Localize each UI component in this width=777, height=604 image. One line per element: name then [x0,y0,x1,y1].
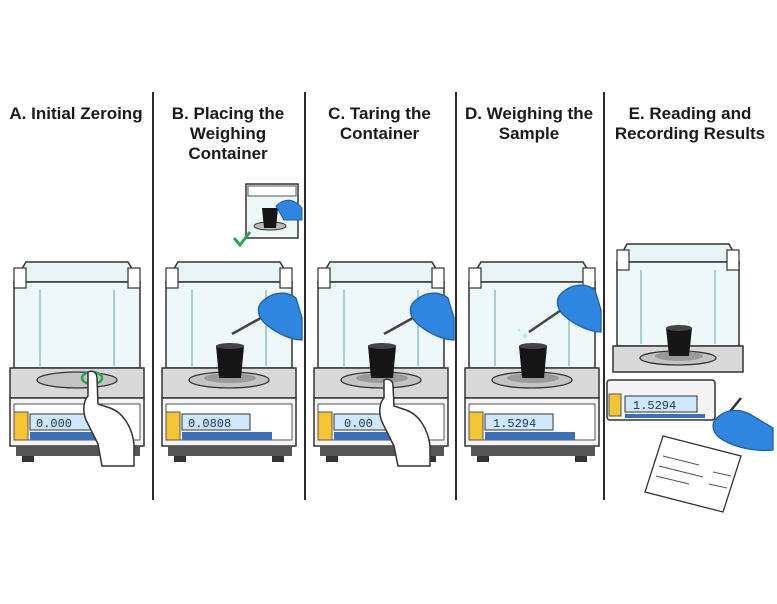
step-b-title: B. Placing the Weighing Container [171,104,285,163]
step-c-panel: C. Taring the Container 0.00 [304,0,455,604]
pointing-hand-icon [379,378,431,467]
step-a-illustration: 0.000 [9,261,145,467]
balance-display: 0.0808 [188,417,231,431]
check-icon [232,231,252,248]
step-a-panel: A. Initial Zeroing 0.0 [0,0,152,604]
weighing-container-icon [655,325,703,361]
gloved-hand-with-pen-icon [712,397,774,452]
balance-display: 1.5294 [493,417,536,431]
panel-divider [455,92,457,500]
balance-display: 0.000 [36,417,72,431]
weighing-container-icon [204,343,256,383]
panel-divider [603,92,605,500]
balance-display: 1.5294 [633,399,676,413]
inset-placement-view [245,183,303,239]
step-c-illustration: 0.00 [313,261,455,467]
gloved-hand-with-tweezers-icon [383,292,455,341]
notebook-icon [644,435,742,513]
step-d-illustration: 1.5294 [464,261,602,462]
analytical-balance [606,243,744,421]
step-d-title: D. Weighing the Sample [464,104,594,143]
step-e-illustration: 1.5294 [606,243,774,513]
step-e-panel: E. Reading and Recording Results 1.5294 [603,0,777,604]
gloved-hand-with-tweezers-icon [231,292,303,341]
panel-divider [152,92,154,500]
gloved-hand-with-spatula-icon [517,284,602,339]
step-b-illustration: 0.0808 [161,183,303,462]
step-a-title: A. Initial Zeroing [9,104,143,123]
weighing-container-icon [356,343,408,383]
balance-display: 0.00 [344,417,373,431]
step-c-title: C. Taring the Container [328,104,431,143]
analytical-balance [9,261,145,462]
pointing-hand-icon [83,370,135,467]
step-b-panel: B. Placing the Weighing Container [152,0,304,604]
weighing-container-icon [507,343,559,383]
panel-divider [304,92,306,500]
step-e-title: E. Reading and Recording Results [614,104,766,143]
step-d-panel: D. Weighing the Sample 1.5294 [455,0,603,604]
